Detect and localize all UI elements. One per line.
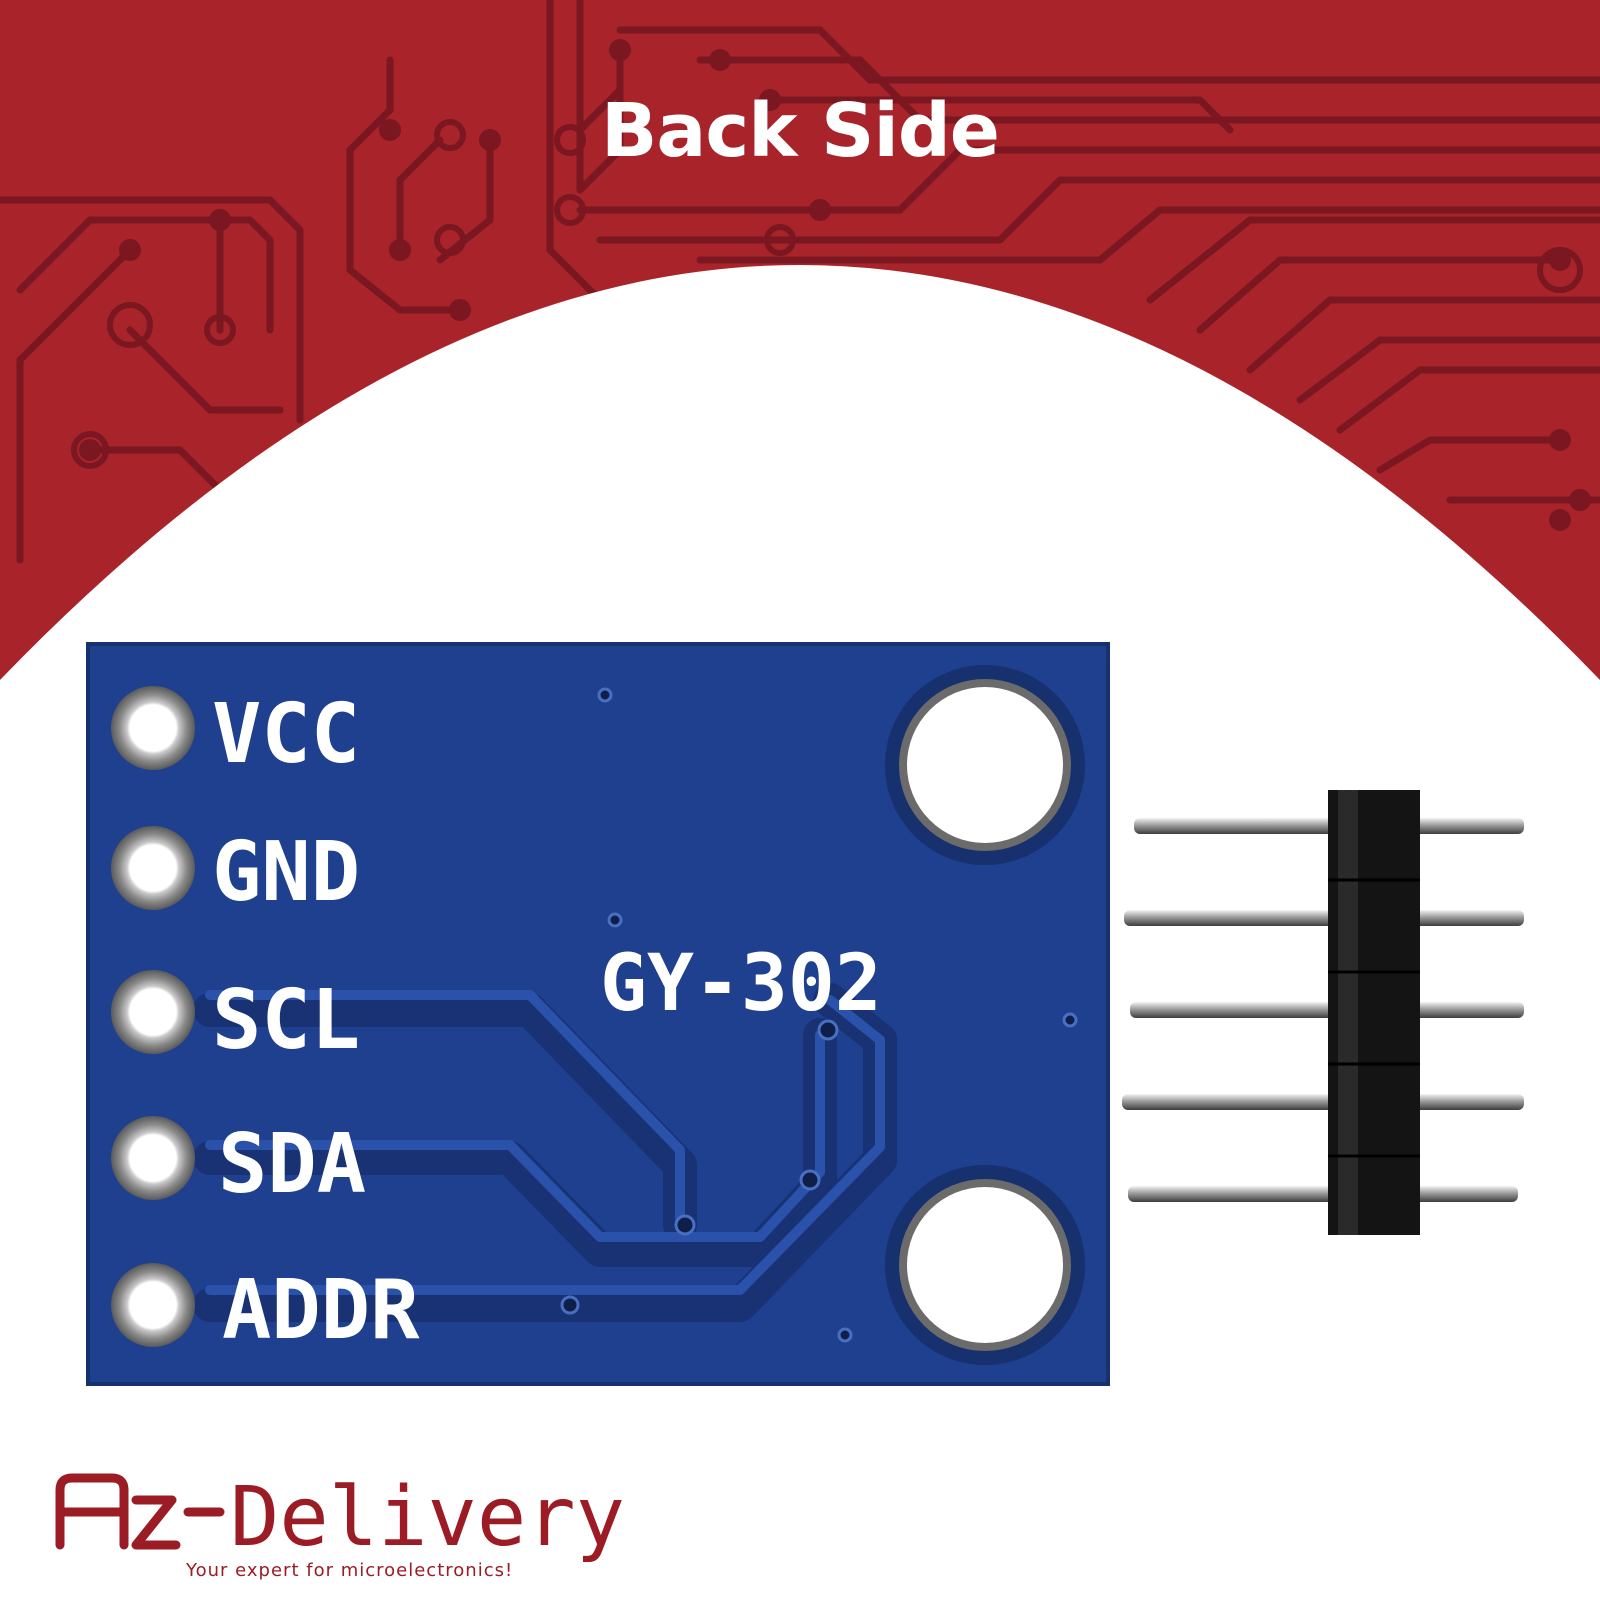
- pin-label-sda: SDA: [218, 1117, 366, 1212]
- page-title: Back Side: [601, 88, 1000, 174]
- pin-label-gnd: GND: [212, 825, 360, 920]
- pin-header: [1122, 790, 1524, 1235]
- board-model-label: GY-302: [600, 939, 882, 1029]
- pin-label-scl: SCL: [212, 973, 360, 1068]
- brand-logo-wordmark: Delivery: [230, 1470, 625, 1565]
- pcb-vias: [560, 687, 1078, 1343]
- pin-label-addr: ADDR: [222, 1263, 420, 1358]
- mounting-holes: [885, 665, 1085, 1365]
- brand-tagline: Your expert for microelectronics!: [185, 1560, 513, 1581]
- pin-pads: [111, 686, 195, 1347]
- pin-label-vcc: VCC: [212, 687, 360, 782]
